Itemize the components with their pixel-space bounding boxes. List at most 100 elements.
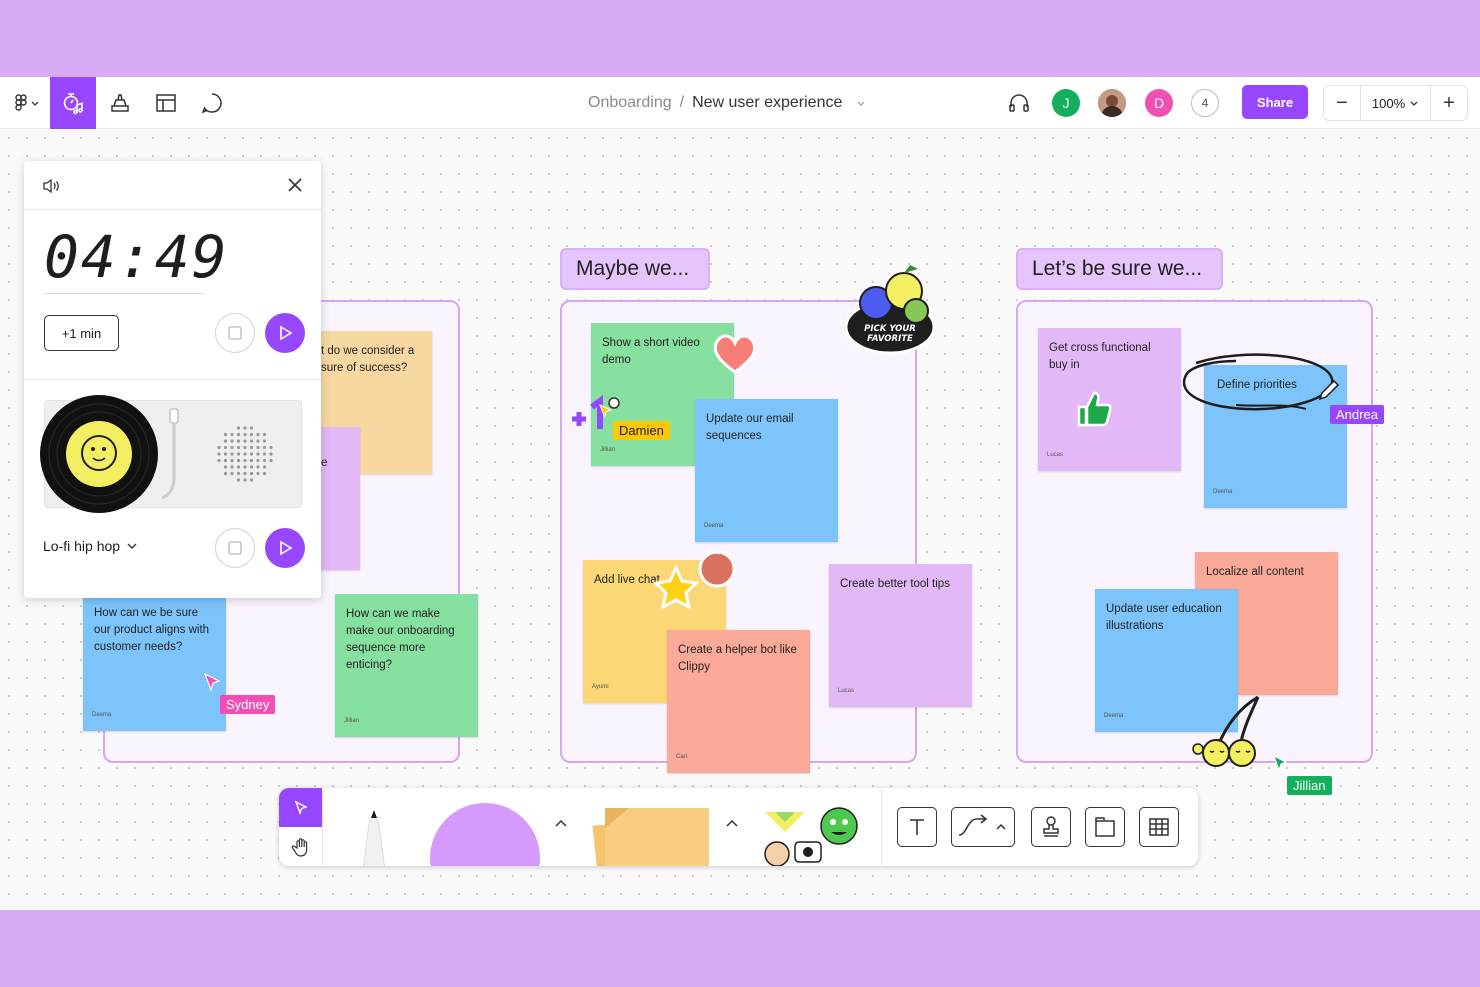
zoom-in-button[interactable]: + bbox=[1443, 91, 1455, 114]
stamp-button[interactable] bbox=[104, 77, 136, 129]
sticky-note[interactable]: t do we consider a sure of success? bbox=[310, 331, 432, 474]
table-tool[interactable] bbox=[1139, 807, 1179, 847]
extra-users-count[interactable]: 4 bbox=[1191, 89, 1219, 117]
audio-button[interactable] bbox=[1004, 77, 1034, 129]
sticky-note-tool-icon[interactable] bbox=[585, 802, 715, 866]
top-bar: Onboarding / New user experience J D 4 S… bbox=[0, 77, 1480, 129]
star-sticker-icon[interactable] bbox=[652, 565, 700, 611]
speaker-icon[interactable] bbox=[42, 178, 62, 194]
zoom-out-button[interactable]: − bbox=[1336, 91, 1348, 114]
timer-music-button[interactable] bbox=[50, 77, 96, 129]
heart-sticker-icon[interactable] bbox=[710, 330, 760, 376]
zoom-controls: − 100% + bbox=[1323, 85, 1468, 121]
text-tool[interactable] bbox=[897, 807, 937, 847]
thumbs-up-sticker-icon[interactable] bbox=[1071, 387, 1115, 431]
cherries-sticker-icon[interactable] bbox=[1188, 691, 1268, 771]
move-tool[interactable] bbox=[279, 788, 322, 827]
divider bbox=[24, 209, 321, 210]
cursor-label-sydney: Sydney bbox=[220, 695, 276, 714]
avatar[interactable]: D bbox=[1145, 89, 1173, 117]
marker-tool-icon[interactable] bbox=[349, 800, 399, 866]
close-icon[interactable] bbox=[287, 177, 303, 193]
timer-display[interactable]: 04:49 bbox=[44, 223, 229, 291]
hand-tool[interactable] bbox=[279, 827, 322, 866]
vinyl-record-icon[interactable] bbox=[38, 393, 160, 515]
stop-timer-button[interactable] bbox=[215, 313, 255, 353]
sticky-author: Jillian bbox=[344, 718, 360, 724]
sticky-author: Carl bbox=[676, 754, 688, 760]
sticky-text: How can we make make our onboarding sequ… bbox=[346, 608, 455, 671]
section-title[interactable]: Maybe we... bbox=[560, 248, 710, 290]
figjam-app: Onboarding / New user experience J D 4 S… bbox=[0, 77, 1480, 910]
avatar[interactable]: J bbox=[1052, 89, 1080, 117]
sticky-author: Deema bbox=[704, 523, 724, 529]
sticky-note[interactable]: Define priorities Deema bbox=[1204, 365, 1347, 508]
shape-tool-icon[interactable] bbox=[429, 802, 541, 866]
sticky-note[interactable]: Create a helper bot like Clippy Carl bbox=[667, 630, 810, 773]
sticky-note[interactable]: Create better tool tips Lucas bbox=[829, 564, 972, 707]
plus-one-sticker-icon[interactable] bbox=[566, 393, 624, 435]
stop-music-button[interactable] bbox=[215, 528, 255, 568]
cursor-label-jillian: Jillian bbox=[1287, 776, 1332, 795]
sticky-note[interactable]: Update our email sequences Deema bbox=[695, 399, 838, 542]
timer-music-icon bbox=[63, 93, 83, 115]
breadcrumb-parent[interactable]: Onboarding bbox=[588, 94, 672, 111]
text-icon bbox=[910, 819, 924, 835]
divider bbox=[44, 293, 204, 294]
sticky-text: Create a helper bot like Clippy bbox=[678, 644, 797, 673]
sticky-note[interactable]: How can we be sure our product aligns wi… bbox=[83, 593, 226, 731]
sticky-author: Deema bbox=[1104, 713, 1124, 719]
add-minute-button[interactable]: +1 min bbox=[44, 315, 119, 351]
svg-text:PICK YOUR: PICK YOUR bbox=[864, 324, 916, 334]
music-track-label: Lo-fi hip hop bbox=[43, 538, 121, 554]
cursor-icon bbox=[1273, 754, 1288, 772]
zoom-level-dropdown[interactable]: 100% bbox=[1360, 86, 1431, 120]
sticky-text: e bbox=[321, 457, 328, 469]
divider bbox=[24, 379, 321, 380]
stamp-tool[interactable] bbox=[1031, 807, 1071, 847]
sticky-note[interactable]: How can we make make our onboarding sequ… bbox=[335, 594, 478, 737]
cursor-icon bbox=[203, 672, 221, 692]
chevron-down-icon bbox=[127, 543, 137, 549]
section-tool[interactable] bbox=[1085, 807, 1125, 847]
sticky-text: How can we be sure our product aligns wi… bbox=[94, 607, 210, 653]
sticky-text: Update our email sequences bbox=[706, 413, 794, 442]
share-button[interactable]: Share bbox=[1242, 85, 1308, 119]
profile-photo-icon bbox=[1098, 89, 1126, 117]
chevron-down-icon[interactable] bbox=[856, 98, 866, 108]
hand-icon bbox=[291, 837, 307, 857]
ink-circle-annotation[interactable] bbox=[1176, 351, 1346, 423]
divider bbox=[322, 788, 323, 866]
stamp-icon bbox=[111, 94, 129, 112]
connector-tool[interactable] bbox=[951, 807, 1015, 847]
tonearm-icon bbox=[161, 408, 179, 500]
play-music-button[interactable] bbox=[265, 528, 305, 568]
template-icon bbox=[156, 94, 176, 112]
sticky-note[interactable]: Update user education illustrations Deem… bbox=[1095, 589, 1238, 732]
zoom-level: 100% bbox=[1371, 95, 1406, 111]
figma-menu-button[interactable] bbox=[6, 77, 46, 129]
file-title[interactable]: New user experience bbox=[692, 94, 843, 111]
chevron-up-icon[interactable] bbox=[554, 818, 568, 830]
stickers-tool-icon[interactable] bbox=[759, 802, 869, 866]
comment-icon bbox=[201, 93, 222, 114]
chevron-up-icon[interactable] bbox=[725, 818, 739, 830]
headphones-icon bbox=[1009, 94, 1029, 112]
pick-favorite-sticker-icon[interactable]: PICK YOUR FAVORITE bbox=[840, 261, 940, 357]
pencil-cursor-icon bbox=[1318, 379, 1340, 401]
sticky-note[interactable]: Get cross functional buy in Lucas bbox=[1038, 328, 1181, 471]
music-selector[interactable]: Lo-fi hip hop bbox=[43, 538, 138, 554]
section-title[interactable]: Let’s be sure we... bbox=[1016, 248, 1223, 290]
sticky-text: Show a short video demo bbox=[602, 337, 700, 366]
comment-button[interactable] bbox=[196, 77, 228, 129]
start-timer-button[interactable] bbox=[265, 313, 305, 353]
chevron-down-icon bbox=[1410, 101, 1418, 106]
breadcrumb: Onboarding / New user experience bbox=[588, 77, 866, 129]
template-button[interactable] bbox=[150, 77, 182, 129]
circle-sticker-icon[interactable] bbox=[696, 548, 738, 590]
stop-icon bbox=[228, 326, 242, 340]
cursor-icon bbox=[599, 404, 613, 419]
sticky-author: Jillian bbox=[600, 447, 616, 453]
sticky-text: Add live chat bbox=[594, 574, 660, 586]
avatar[interactable] bbox=[1098, 89, 1126, 117]
